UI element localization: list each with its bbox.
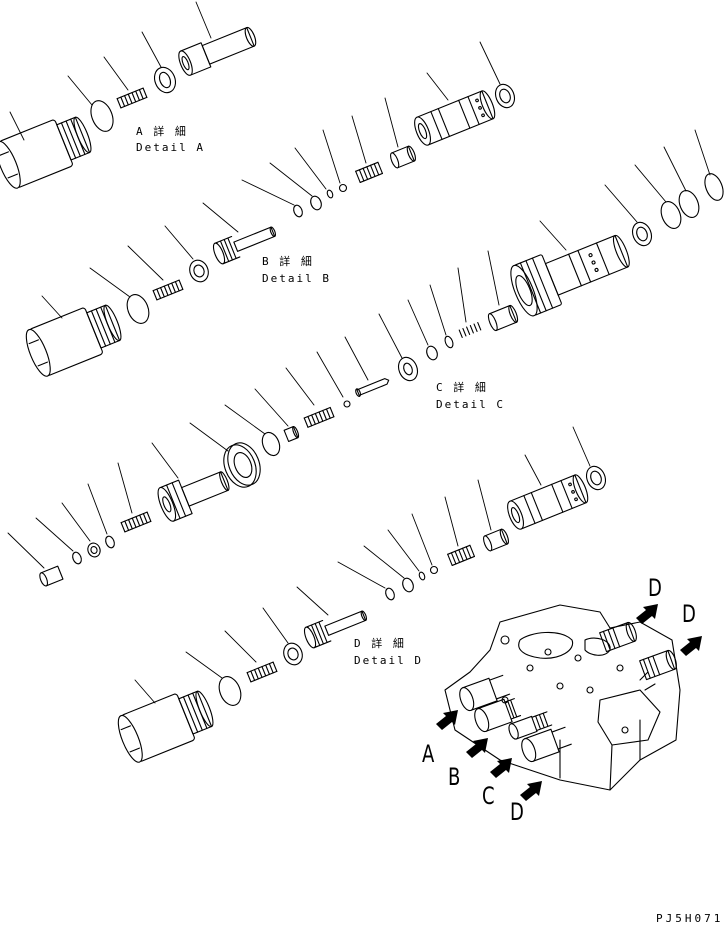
detail-d-oring [218, 676, 242, 706]
detail-b-spring [355, 161, 383, 183]
arrow-b-icon [466, 738, 488, 758]
valve-spool-d [521, 726, 572, 763]
detail-c-caption-kanji: C 詳 細 [436, 381, 488, 394]
detail-c-seat [397, 356, 419, 382]
detail-d-plug [117, 690, 214, 763]
valve-relief-right-1 [599, 621, 637, 653]
detail-d-caption-kanji: D 詳 細 [354, 637, 406, 650]
arrow-c-icon [490, 758, 512, 778]
detail-b-washer [326, 189, 334, 199]
detail-d-nut [283, 642, 303, 666]
detail-a-caption-english: Detail A [136, 141, 205, 154]
detail-a-oring [90, 100, 114, 132]
detail-c-shim [444, 335, 454, 349]
detail-a-plug [0, 116, 92, 189]
arrow-a-icon [436, 710, 458, 730]
valve-relief-right-2 [639, 649, 677, 681]
view-letter-d: D [510, 798, 524, 826]
valve-spool-c [508, 711, 553, 740]
detail-c-big-ring [223, 442, 261, 488]
detail-d-ring [585, 465, 607, 491]
detail-d-spool [303, 610, 368, 649]
detail-b-shim [293, 204, 303, 218]
detail-c-oring-1 [704, 173, 724, 201]
detail-b-nut [189, 259, 209, 283]
arrow-d-right-icon [680, 636, 702, 656]
detail-b-spool [212, 226, 277, 265]
detail-d-ball [429, 565, 439, 575]
drawing-code: PJ5H071 [656, 912, 724, 925]
detail-b-leaders [41, 41, 501, 319]
detail-c-oring-3 [660, 201, 682, 229]
detail-c-collar-small [283, 425, 300, 442]
detail-b-caption-english: Detail B [262, 272, 331, 285]
detail-c-piston [157, 471, 230, 522]
detail-b-collar [390, 145, 416, 169]
detail-c-group [7, 129, 724, 587]
detail-c-collar [487, 304, 519, 332]
detail-b-ring [494, 83, 516, 109]
view-letter-d-top: D [648, 574, 662, 602]
detail-c-ring [631, 221, 653, 247]
detail-c-oring-2 [678, 190, 700, 218]
detail-c-ball [343, 400, 351, 408]
detail-c-ring-small [426, 345, 438, 361]
detail-d-ring-small [402, 577, 414, 593]
view-letter-d-right: D [682, 600, 696, 628]
detail-a-sleeve [178, 26, 257, 76]
detail-d-washer [418, 571, 426, 581]
detail-c-spring-2 [303, 406, 335, 428]
detail-c-washer [105, 535, 115, 549]
detail-b-group [25, 41, 516, 377]
valve-spool-b [474, 698, 522, 733]
detail-c-end-pin [39, 565, 64, 587]
detail-c-spring [458, 321, 482, 339]
detail-b-caption-kanji: B 詳 細 [262, 255, 314, 268]
view-letter-b: B [448, 763, 461, 791]
view-arrows [436, 604, 702, 801]
detail-c-washer-2 [72, 551, 82, 565]
detail-d-leaders [134, 426, 591, 704]
detail-c-nut [87, 542, 101, 558]
detail-c-caption-english: Detail C [436, 398, 505, 411]
view-letter-c: C [482, 782, 495, 810]
detail-d-shim [385, 587, 395, 601]
detail-c-spring-3 [120, 511, 152, 533]
arrow-d-top-icon [636, 604, 658, 624]
view-letter-a: A [422, 740, 435, 768]
detail-b-sleeve [414, 90, 496, 146]
detail-a-ring [153, 66, 177, 94]
detail-b-ball [338, 183, 348, 193]
detail-a-spring [116, 87, 148, 109]
detail-a-group [0, 1, 257, 189]
detail-c-plug [510, 234, 630, 317]
detail-a-leaders [9, 1, 212, 141]
arrow-d-icon [520, 781, 542, 801]
detail-c-leaders [7, 129, 711, 569]
detail-c-pin [355, 378, 390, 397]
detail-a-caption-kanji: A 詳 細 [136, 125, 188, 138]
detail-b-oring [126, 294, 150, 324]
detail-b-ring-small [310, 195, 322, 211]
control-valve-assembly [444, 604, 681, 791]
valve-spool-a [459, 674, 511, 712]
detail-d-caption-english: Detail D [354, 654, 423, 667]
detail-d-collar [483, 528, 509, 552]
detail-b-plug [25, 304, 122, 377]
detail-d-sleeve [507, 474, 589, 530]
detail-c-oring [261, 431, 281, 457]
detail-d-spring-2 [246, 661, 278, 683]
detail-d-spring [447, 544, 475, 566]
detail-d-group [117, 426, 607, 763]
detail-b-spring-2 [152, 279, 184, 301]
